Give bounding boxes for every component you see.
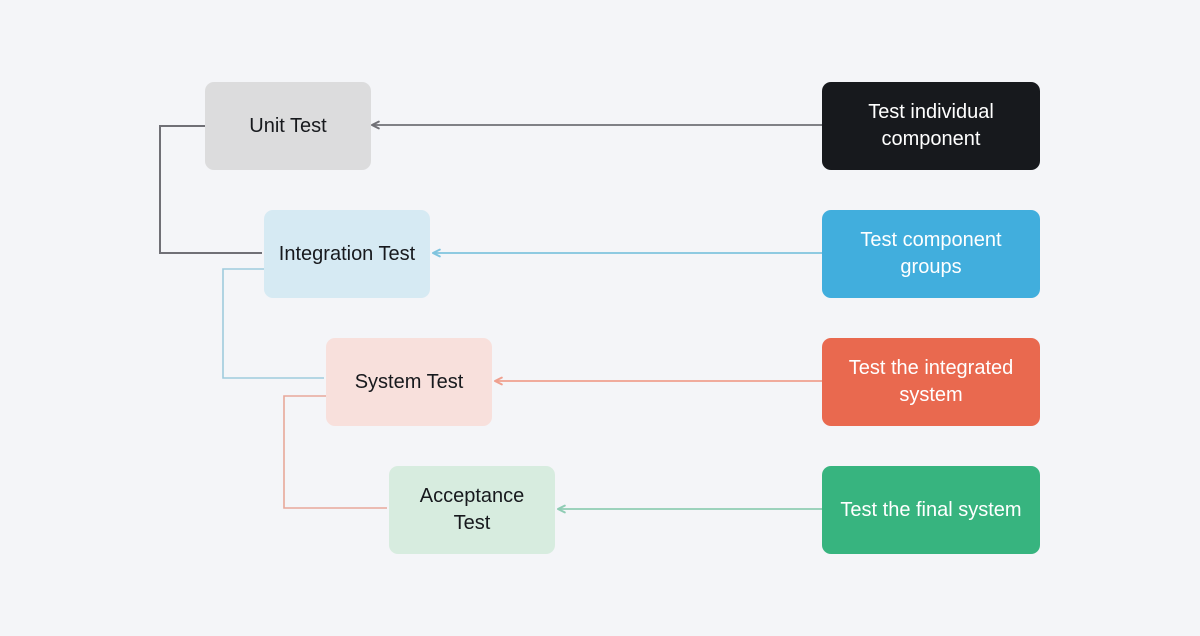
node-integration-test-label: Integration Test xyxy=(278,242,416,265)
node-acceptance-test: Acceptance Test xyxy=(389,466,555,554)
node-unit-test-label: Unit Test xyxy=(249,114,327,137)
node-integration-test: Integration Test xyxy=(264,210,430,298)
node-system-test: System Test xyxy=(326,338,492,426)
desc-integration-test-label: Test component groups xyxy=(860,229,1002,278)
desc-unit-test-label: Test individual component xyxy=(868,101,994,150)
node-system-test-label: System Test xyxy=(354,370,464,393)
node-unit-test: Unit Test xyxy=(205,82,371,170)
desc-unit-test: Test individual component xyxy=(822,82,1040,170)
desc-system-test: Test the integrated system xyxy=(822,338,1040,426)
desc-integration-test: Test component groups xyxy=(822,210,1040,298)
desc-acceptance-test: Test the final system xyxy=(822,466,1040,554)
desc-acceptance-test-label: Test the final system xyxy=(840,498,1022,521)
desc-system-test-label: Test the integrated system xyxy=(848,357,1014,406)
node-acceptance-test-label: Acceptance Test xyxy=(419,485,525,534)
